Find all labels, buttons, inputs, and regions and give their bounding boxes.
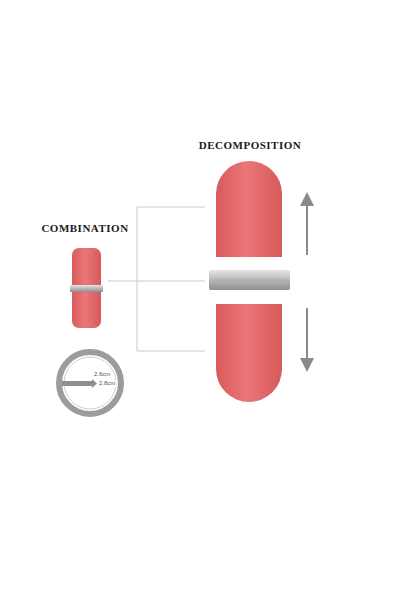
- section-heading: COMBINATION: [41, 222, 128, 234]
- cross-section: [59, 352, 121, 414]
- section-heading: DECOMPOSITION: [199, 139, 301, 151]
- combined-capsule: [70, 248, 103, 328]
- dimension-label: 2.8cm: [98, 380, 116, 387]
- dimension-label: 2.6cm: [93, 371, 111, 378]
- top-cap: [216, 161, 282, 257]
- direction-arrows: [300, 192, 314, 372]
- bottom-cup: [216, 304, 282, 402]
- middle-ring: [209, 270, 290, 290]
